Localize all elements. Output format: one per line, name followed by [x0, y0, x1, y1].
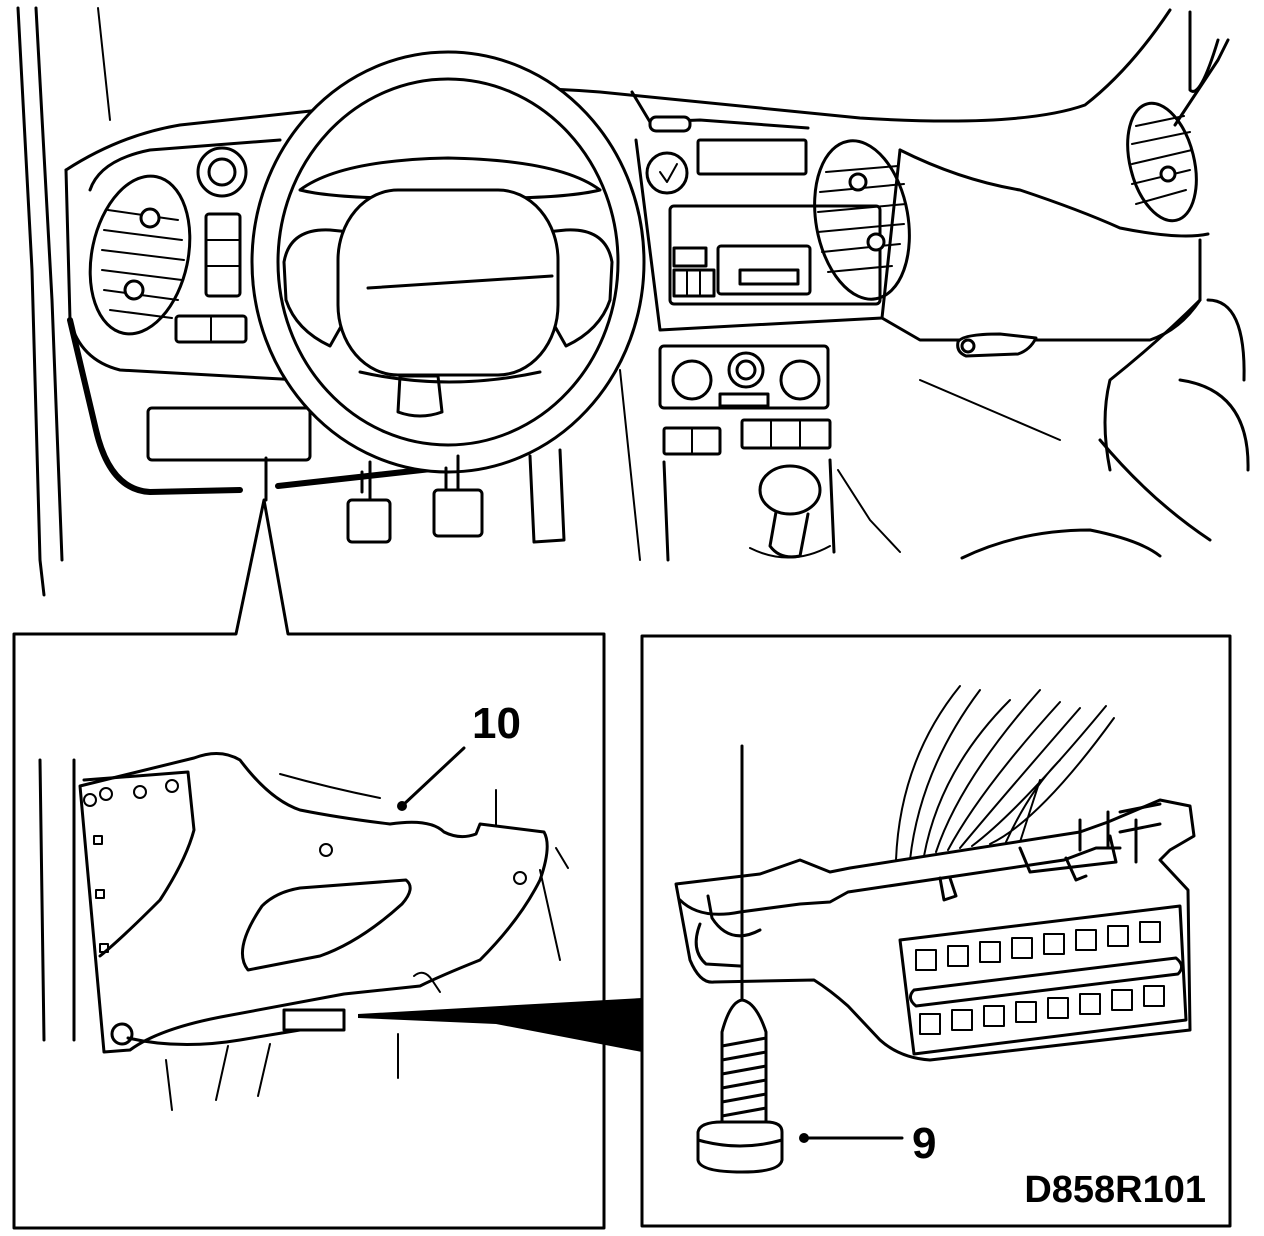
- callout-9-label: 9: [912, 1119, 936, 1168]
- screw: [696, 998, 784, 1174]
- obd-connector: [674, 798, 1196, 1062]
- glovebox-handle: [956, 332, 1038, 358]
- detail-view-connector-location: 10: [12, 498, 606, 1230]
- pedals: [346, 448, 566, 544]
- figure-code: D858R101: [1024, 1169, 1206, 1211]
- pin-slots-top: [915, 921, 1161, 971]
- steering-wheel: [250, 50, 646, 474]
- dashboard-overview: [16, 6, 1250, 597]
- trim-panel: [78, 752, 549, 1054]
- detail-link-wedge: [358, 998, 642, 1052]
- panel-cutout: [240, 878, 412, 972]
- pin-slots-bottom: [919, 985, 1165, 1035]
- right-vent-grille: [1131, 115, 1193, 205]
- callout-10-label: 10: [472, 699, 521, 748]
- detail-view-diagnostic-connector: 9 D858R101: [640, 634, 1232, 1228]
- wire-bundle: [895, 685, 1115, 861]
